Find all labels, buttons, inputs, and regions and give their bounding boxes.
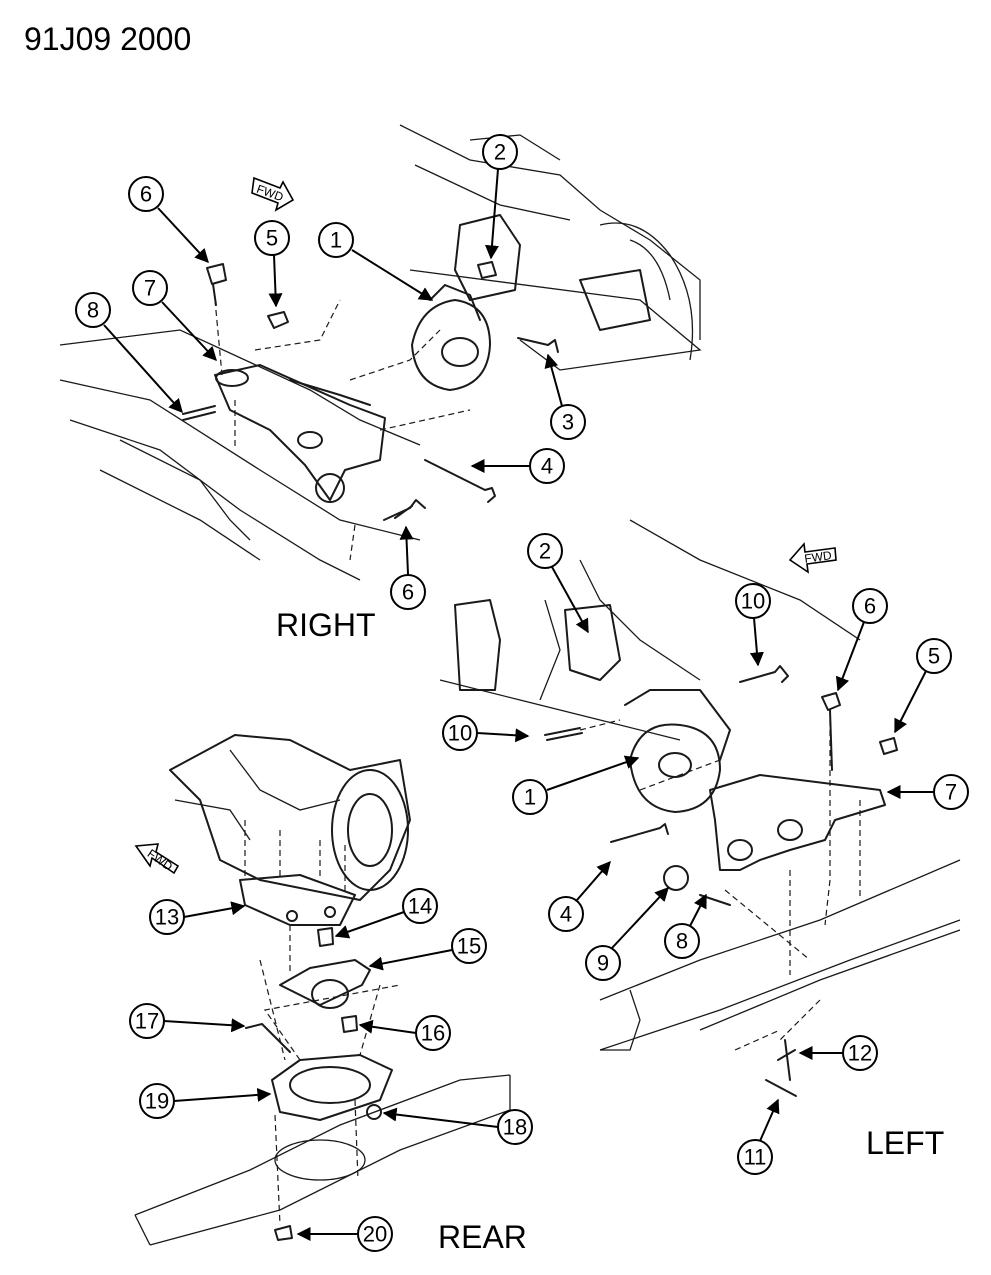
svg-text:6: 6 <box>864 594 876 619</box>
svg-text:9: 9 <box>597 951 609 976</box>
callout-1-right: 1 <box>318 222 434 301</box>
rear-view-drawing: FWD <box>134 734 511 1246</box>
callout-7-left: 7 <box>886 774 969 810</box>
callout-11-left: 11 <box>737 1098 780 1175</box>
svg-text:3: 3 <box>562 410 574 435</box>
callout-8-right: 8 <box>75 292 183 414</box>
callout-15-rear: 15 <box>368 928 487 971</box>
svg-text:17: 17 <box>135 1009 159 1034</box>
svg-text:5: 5 <box>266 226 278 251</box>
svg-text:1: 1 <box>524 785 536 810</box>
callout-1-left: 1 <box>512 755 640 815</box>
callout-4-left: 4 <box>548 860 611 932</box>
fwd-arrow-rear: FWD <box>134 843 180 875</box>
svg-text:10: 10 <box>741 589 765 614</box>
callout-3-right: 3 <box>544 353 586 440</box>
svg-text:FWD: FWD <box>803 548 832 566</box>
callout-5-right: 5 <box>254 220 290 308</box>
callout-14-rear: 14 <box>334 888 438 939</box>
svg-text:7: 7 <box>144 276 156 301</box>
svg-text:12: 12 <box>848 1041 872 1066</box>
svg-text:14: 14 <box>408 894 432 919</box>
callout-18-rear: 18 <box>382 1107 533 1145</box>
callout-6-left: 6 <box>835 588 888 692</box>
svg-text:10: 10 <box>448 721 472 746</box>
right-view-drawing: FWD <box>59 124 702 581</box>
svg-text:4: 4 <box>541 454 553 479</box>
svg-text:13: 13 <box>155 905 179 930</box>
svg-text:15: 15 <box>457 934 481 959</box>
svg-text:20: 20 <box>363 1222 387 1247</box>
callout-17-rear: 17 <box>129 1003 246 1039</box>
svg-text:11: 11 <box>744 1145 767 1170</box>
callout-5-left: 5 <box>894 638 952 734</box>
callout-2-right: 2 <box>482 134 518 260</box>
diagram-code: 91J09 2000 <box>24 21 191 57</box>
right-view-label: RIGHT <box>276 607 376 643</box>
svg-text:19: 19 <box>145 1089 169 1114</box>
svg-text:6: 6 <box>140 182 152 207</box>
svg-text:5: 5 <box>928 644 940 669</box>
left-view-label: LEFT <box>866 1125 944 1161</box>
callout-6-right-bottom: 6 <box>390 525 426 610</box>
svg-text:1: 1 <box>330 228 342 253</box>
svg-text:8: 8 <box>87 298 99 323</box>
callout-7-right: 7 <box>132 270 217 362</box>
svg-text:18: 18 <box>503 1115 527 1140</box>
callout-12-left: 12 <box>798 1035 878 1071</box>
callout-10-left-lower: 10 <box>442 715 530 751</box>
rear-view-label: REAR <box>438 1219 527 1255</box>
callout-2-left: 2 <box>527 533 589 634</box>
left-view-drawing: FWD <box>439 519 961 1097</box>
fwd-arrow-right: FWD <box>251 176 295 212</box>
svg-text:8: 8 <box>676 929 688 954</box>
svg-text:16: 16 <box>421 1021 445 1046</box>
callout-13-rear: 13 <box>149 899 246 935</box>
callout-9-left: 9 <box>585 886 669 981</box>
callout-6-right-top: 6 <box>128 176 209 264</box>
callout-19-rear: 19 <box>139 1083 272 1119</box>
callout-4-right: 4 <box>470 448 565 484</box>
svg-text:2: 2 <box>494 140 506 165</box>
svg-text:4: 4 <box>560 902 572 927</box>
callout-10-left-upper: 10 <box>735 583 771 667</box>
callout-20-rear: 20 <box>296 1216 393 1252</box>
callout-16-rear: 16 <box>358 1015 451 1051</box>
svg-text:7: 7 <box>945 780 957 805</box>
svg-text:2: 2 <box>539 539 551 564</box>
fwd-arrow-left: FWD <box>788 542 837 574</box>
svg-text:6: 6 <box>402 580 414 605</box>
callout-8-left: 8 <box>664 893 707 959</box>
